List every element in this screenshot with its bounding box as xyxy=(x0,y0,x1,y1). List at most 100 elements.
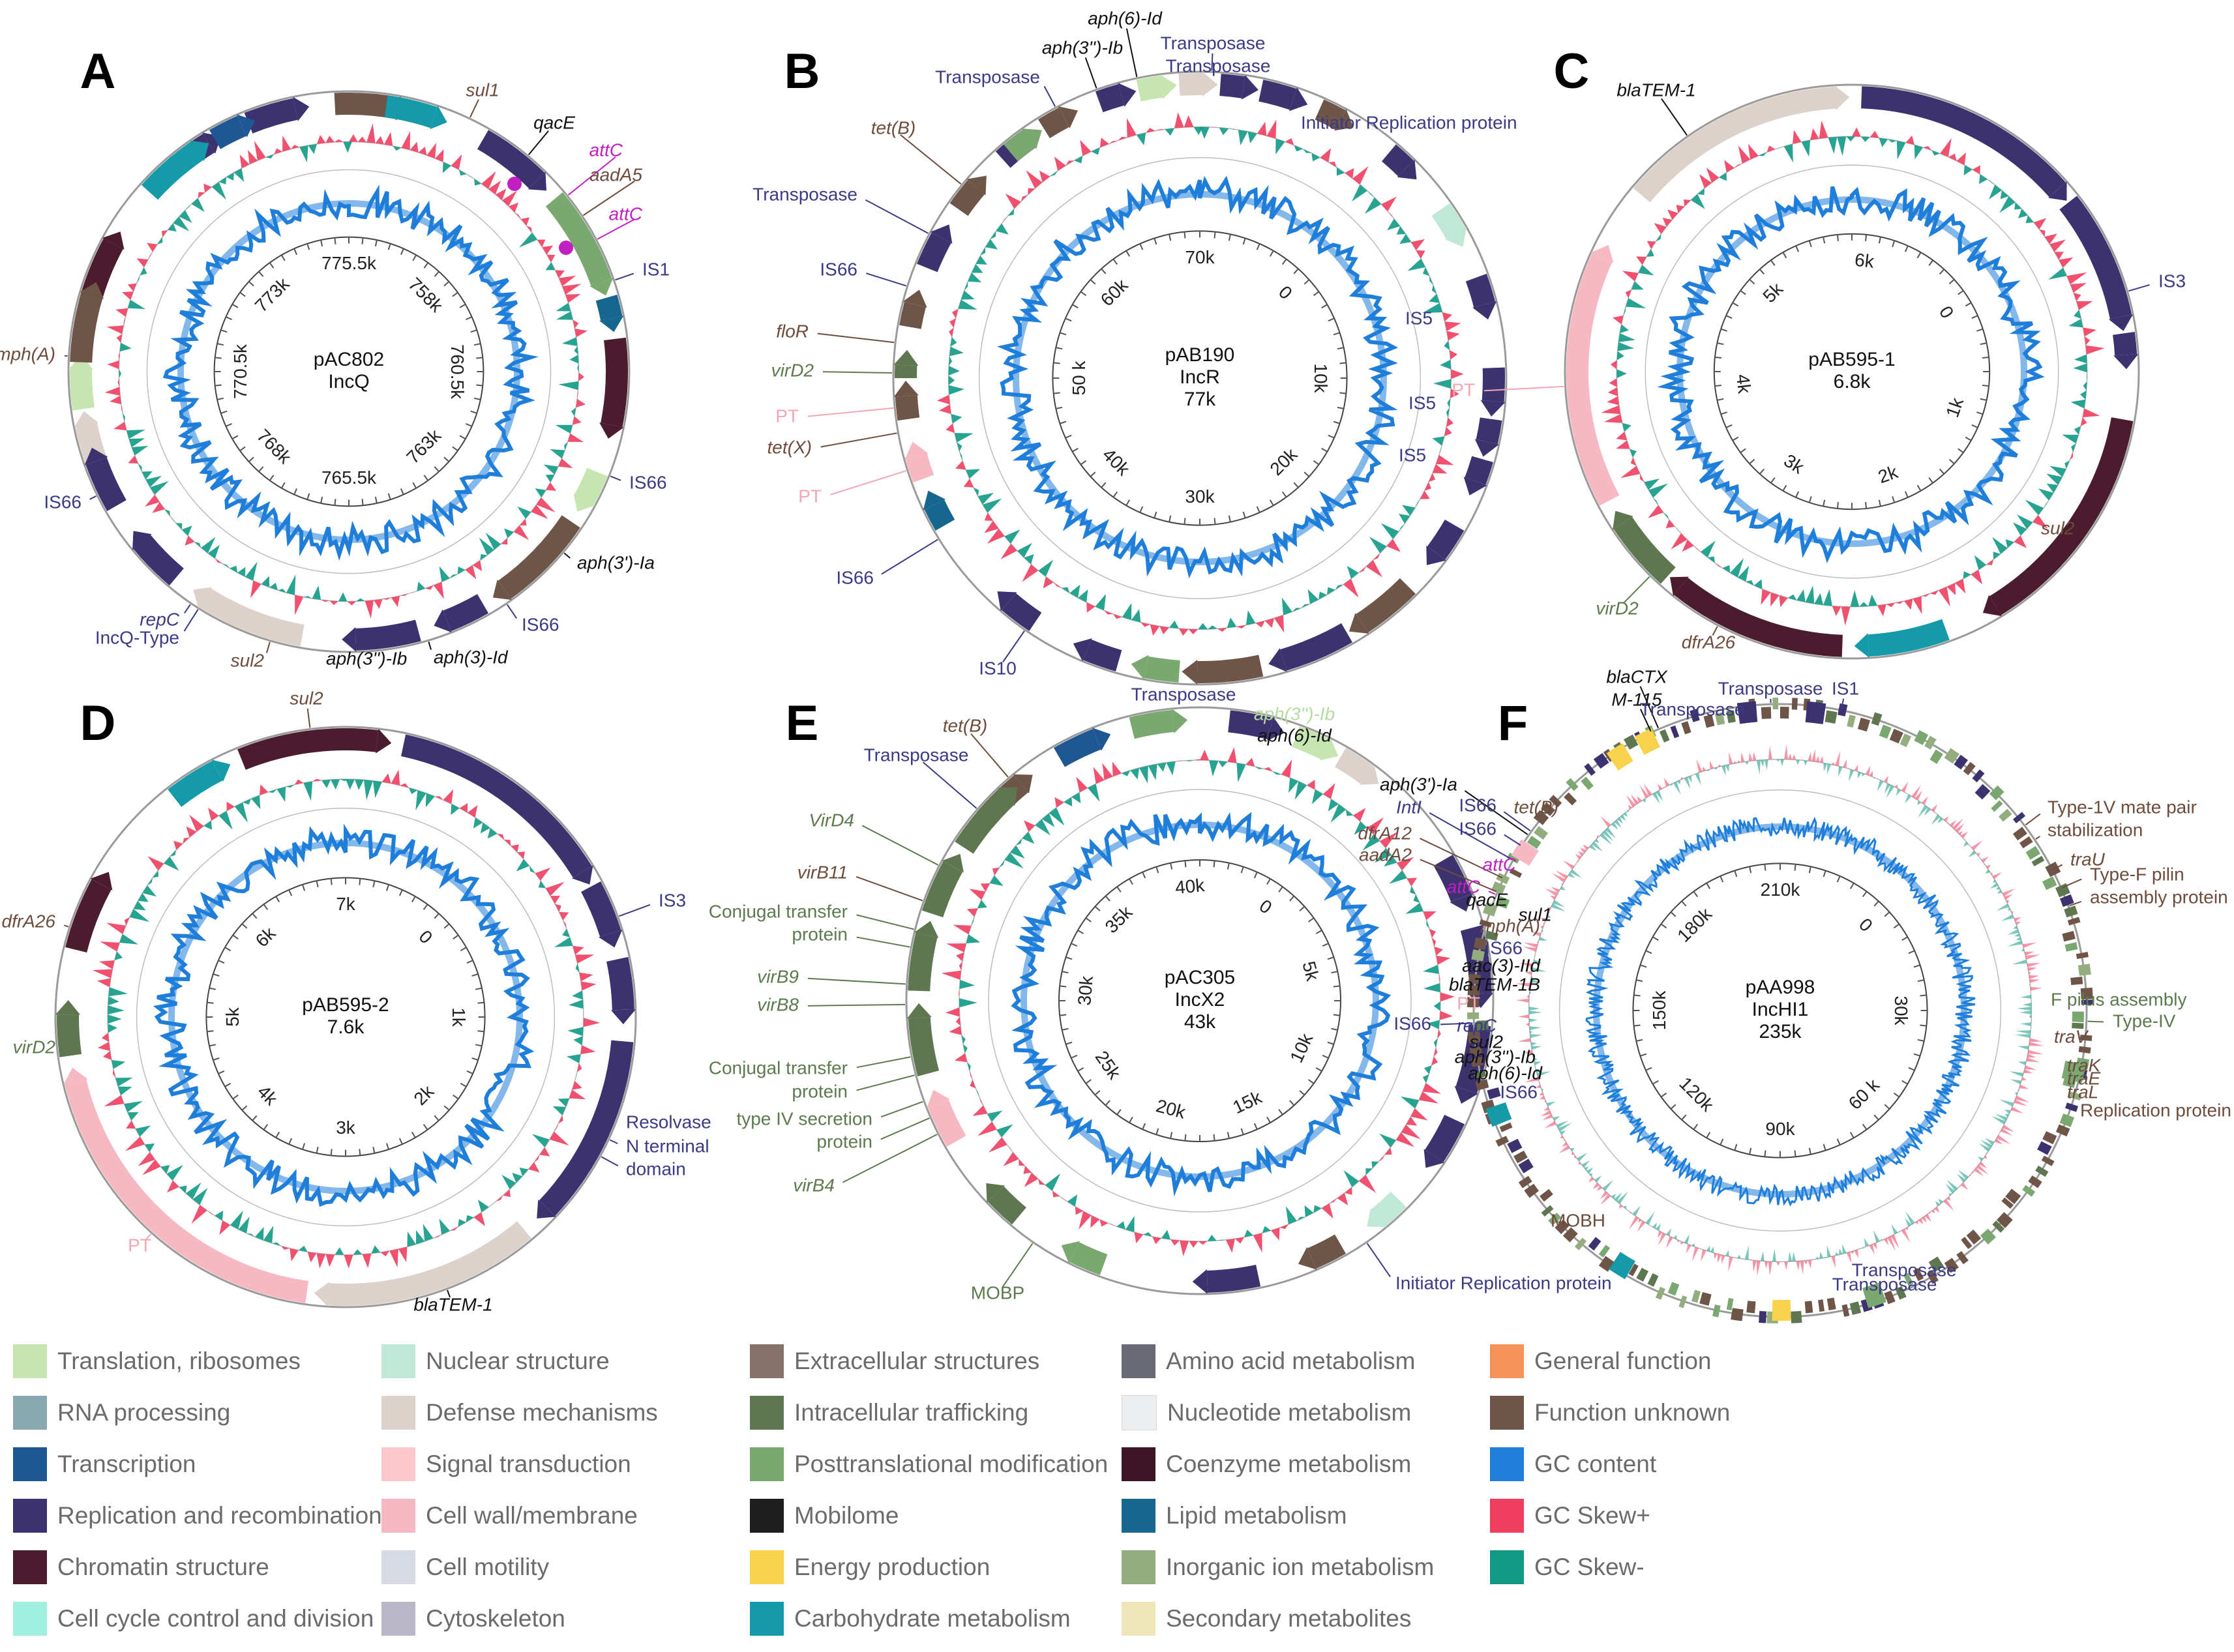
gc-skew-positive xyxy=(2084,336,2091,346)
gc-skew-negative xyxy=(1986,1151,1988,1155)
gene-arc xyxy=(85,457,127,511)
gc-skew-positive xyxy=(1519,962,1534,967)
legend-swatch xyxy=(750,1602,784,1636)
gene-arrow-tip xyxy=(1267,716,1285,741)
gc-skew-negative xyxy=(1963,841,1969,847)
gc-skew-positive xyxy=(1901,781,1909,793)
gene-arc xyxy=(924,499,955,531)
gc-skew-positive xyxy=(2027,1050,2044,1055)
gc-skew-positive xyxy=(1691,1246,1699,1261)
gene-arc xyxy=(1963,761,1976,776)
legend-swatch xyxy=(1490,1447,1524,1481)
gc-skew-positive xyxy=(2076,301,2093,310)
gc-skew-negative xyxy=(1041,813,1055,827)
gc-skew-negative xyxy=(1864,1237,1869,1247)
gene-arrow-tip xyxy=(1426,545,1446,565)
position-tick xyxy=(374,239,378,247)
gc-skew-negative xyxy=(1004,529,1020,544)
gc-skew-positive xyxy=(1983,1155,1988,1158)
gc-skew-positive xyxy=(1200,749,1210,761)
gene-arc xyxy=(1541,802,1556,816)
gc-skew-negative xyxy=(1335,584,1343,590)
gene-label: M-115 xyxy=(1611,689,1662,709)
gc-skew-positive xyxy=(2028,971,2031,975)
legend-label: Cell cycle control and division xyxy=(57,1605,374,1632)
gc-skew-negative xyxy=(185,1182,201,1200)
position-tick xyxy=(1971,315,1978,319)
gc-skew-negative xyxy=(1551,903,1566,912)
gc-skew-positive xyxy=(1921,593,1930,597)
position-tick xyxy=(1916,252,1922,259)
position-tick xyxy=(1062,971,1069,974)
gc-skew-negative xyxy=(1993,552,2001,560)
legend-label: Intracellular trafficking xyxy=(794,1399,1029,1426)
gene-arc xyxy=(1634,728,1660,755)
gc-skew-negative xyxy=(1528,1010,1543,1015)
gene-label: PT xyxy=(1457,993,1480,1013)
position-tick-label: 35k xyxy=(1101,902,1137,937)
position-tick xyxy=(1065,434,1072,439)
gene-arrow-tip xyxy=(1268,648,1287,672)
gc-skew-positive xyxy=(1583,844,1589,851)
legend-item: Chromatin structure xyxy=(13,1549,269,1586)
gene-arc xyxy=(2042,1131,2057,1145)
gc-skew-negative xyxy=(1216,1239,1226,1241)
gc-skew-positive xyxy=(1054,797,1064,808)
gene-arc xyxy=(1818,1299,1825,1312)
gc-skew-negative xyxy=(2021,948,2025,952)
gene-arc xyxy=(1206,1264,1261,1293)
position-tick-label: 7k xyxy=(336,894,356,914)
gc-skew-positive xyxy=(550,895,560,904)
gene-arc xyxy=(1681,721,1691,735)
gc-skew-negative xyxy=(1783,143,1793,163)
position-tick xyxy=(1770,259,1776,266)
gc-skew-positive xyxy=(1946,1196,1951,1201)
gc-skew-negative xyxy=(425,793,435,808)
position-tick xyxy=(471,973,479,977)
gc-skew-negative xyxy=(1995,1114,2008,1121)
gc-skew-positive xyxy=(953,924,972,935)
position-tick xyxy=(1720,876,1724,883)
gc-skew-positive xyxy=(280,1246,290,1250)
gene-arrow-tip xyxy=(902,289,927,308)
gc-skew-positive xyxy=(1099,1219,1109,1227)
gc-skew-positive xyxy=(1189,1241,1199,1248)
position-tick xyxy=(1706,883,1711,889)
gc-skew-positive xyxy=(1431,1056,1438,1066)
gene-label: mph(A) xyxy=(0,344,55,364)
gene-arc xyxy=(1483,902,1498,917)
gc-skew-positive xyxy=(1792,754,1796,760)
position-tick xyxy=(1112,491,1118,498)
position-tick-label: 90k xyxy=(1765,1119,1795,1139)
label-leader xyxy=(2035,835,2040,840)
gc-skew-negative xyxy=(1095,593,1107,611)
gene-arrow-tip xyxy=(1171,709,1188,733)
gene-arc xyxy=(1431,203,1466,239)
gc-skew-positive xyxy=(1076,776,1088,793)
position-tick xyxy=(460,947,467,952)
gene-arc xyxy=(1841,1304,1850,1317)
position-tick xyxy=(1154,238,1157,245)
gc-skew-positive xyxy=(375,136,384,145)
gene-arc xyxy=(1485,1102,1512,1127)
position-tick xyxy=(209,987,216,990)
gc-skew-negative xyxy=(974,487,979,496)
legend-label: Signal transduction xyxy=(426,1451,631,1477)
gene-arc xyxy=(1871,712,1883,726)
label-leader xyxy=(842,1134,938,1183)
gene-arrow-tip xyxy=(2048,181,2067,201)
gc-skew-positive xyxy=(1658,784,1663,791)
gene-label: IS66 xyxy=(1393,1013,1431,1033)
gene-arc xyxy=(1714,712,1725,726)
gene-arc xyxy=(2068,1091,2082,1100)
gc-skew-negative xyxy=(211,182,227,200)
gene-label: virB4 xyxy=(793,1175,835,1195)
gc-skew-negative xyxy=(556,311,573,320)
label-leader xyxy=(807,977,906,985)
gc-skew-negative xyxy=(1758,152,1767,156)
label-leader xyxy=(856,936,910,948)
gc-skew-positive xyxy=(1442,312,1452,322)
gene-label: Transposase xyxy=(1832,1274,1937,1294)
gc-skew-negative xyxy=(567,1054,581,1063)
gc-skew-positive xyxy=(1640,474,1645,482)
